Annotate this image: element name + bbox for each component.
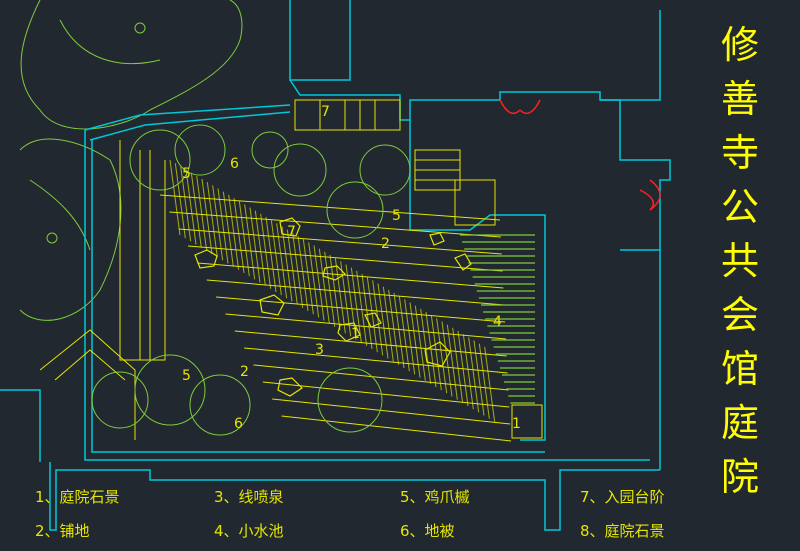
plan-label-2a: 2 [381, 236, 390, 252]
plan-label-7b: 7 [287, 224, 296, 240]
plan-label-5a: 5 [182, 166, 191, 182]
title-char: 善 [720, 77, 759, 121]
plan-label-3: 3 [315, 342, 324, 358]
legend-item-3: 3、线喷泉 [214, 488, 284, 506]
plan-label-7a: 7 [321, 104, 330, 120]
legend: 1、庭院石景 2、铺地 3、线喷泉 4、小水池 5、鸡爪槭 6、地被 7、入园台… [0, 480, 800, 550]
legend-item-2: 2、铺地 [35, 522, 90, 540]
title-char: 院 [720, 455, 759, 499]
title-char: 寺 [720, 131, 759, 175]
vertical-title: 修善寺公共会馆庭院 [712, 18, 768, 504]
legend-item-1: 1、庭院石景 [35, 488, 120, 506]
title-char: 庭 [720, 401, 759, 445]
water-pool [460, 234, 535, 404]
plan-label-1b: 1 [351, 326, 360, 342]
plan-label-1a: 1 [512, 416, 521, 432]
legend-item-7: 7、入园台阶 [580, 488, 665, 506]
title-char: 馆 [720, 347, 759, 391]
stones [194, 217, 472, 397]
paving [159, 159, 512, 442]
tree-left [19, 138, 122, 321]
title-char: 修 [720, 23, 759, 67]
walls [0, 0, 671, 531]
doors [499, 99, 661, 211]
large-tree [20, 0, 243, 130]
plan-label-5b: 5 [392, 208, 401, 224]
plan-label-5c: 5 [182, 368, 191, 384]
legend-item-5: 5、鸡爪槭 [400, 488, 470, 506]
legend-item-8: 8、庭院石景 [580, 522, 665, 540]
title-char: 公 [720, 185, 759, 229]
structures [39, 99, 543, 440]
plan-label-6a: 6 [230, 156, 239, 172]
title-char: 会 [720, 293, 759, 337]
plan-label-2b: 2 [240, 364, 249, 380]
plan-label-6b: 6 [234, 416, 243, 432]
legend-item-6: 6、地被 [400, 522, 455, 540]
plan-numbers: 1 1 2 2 3 4 5 5 5 6 6 7 7 [182, 104, 521, 432]
title-char: 共 [720, 239, 759, 283]
legend-item-4: 4、小水池 [214, 522, 284, 540]
trees [91, 124, 411, 436]
plan-label-4: 4 [493, 314, 502, 330]
